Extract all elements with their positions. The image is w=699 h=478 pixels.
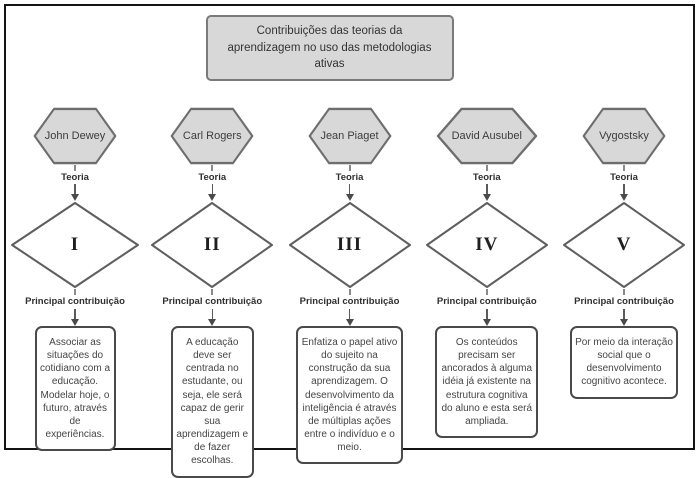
hexagon-shape bbox=[436, 107, 537, 165]
arrow-head bbox=[345, 194, 354, 202]
connector-stub bbox=[211, 289, 214, 296]
arrow-line bbox=[623, 308, 625, 319]
down-arrow-icon bbox=[345, 308, 354, 326]
hexagon-shape bbox=[33, 107, 117, 165]
theorist-hexagon: Vygostsky bbox=[582, 107, 666, 165]
down-arrow-icon bbox=[620, 184, 628, 202]
column-jean-piaget: Jean Piaget Teoria III Principal contrib… bbox=[288, 107, 411, 478]
theorist-name: Carl Rogers bbox=[182, 130, 242, 143]
contribution-box: Por meio da interação social que o desen… bbox=[570, 325, 678, 399]
title-row: Contribuições das teorias da aprendizage… bbox=[6, 6, 693, 82]
theorist-name: David Ausubel bbox=[451, 130, 522, 143]
hexagon-shape bbox=[308, 107, 391, 165]
arrow-line bbox=[211, 184, 213, 195]
contribution-box: A educação deve ser centrada no estudant… bbox=[170, 325, 254, 478]
theory-label: Teoria bbox=[61, 172, 89, 184]
down-arrow-icon bbox=[345, 184, 354, 202]
theory-diamond: IV bbox=[425, 201, 549, 289]
down-arrow-icon bbox=[208, 308, 217, 326]
theorist-hexagon: John Dewey bbox=[33, 107, 117, 165]
arrow-line bbox=[623, 184, 625, 195]
theory-numeral: IV bbox=[475, 234, 499, 256]
theory-label: Teoria bbox=[472, 172, 501, 184]
arrow-head bbox=[71, 318, 79, 326]
connector-stub bbox=[348, 165, 351, 172]
arrow-head bbox=[620, 318, 628, 326]
down-arrow-icon bbox=[208, 184, 217, 202]
theory-label: Teoria bbox=[610, 172, 638, 184]
contribution-label: Principal contribuição bbox=[162, 296, 263, 308]
connector-stub bbox=[485, 289, 488, 296]
theorist-name: Jean Piaget bbox=[320, 130, 379, 143]
arrow-line bbox=[74, 308, 76, 319]
contribution-label: Principal contribuição bbox=[299, 296, 400, 308]
theory-columns: John Dewey Teoria I Principal contribuiç… bbox=[6, 107, 693, 478]
connector-stub bbox=[74, 165, 76, 172]
theory-diamond: III bbox=[288, 201, 412, 289]
theorist-hexagon: Carl Rogers bbox=[170, 107, 254, 165]
diagram-frame: Contribuições das teorias da aprendizage… bbox=[4, 4, 695, 478]
theory-diamond: I bbox=[10, 201, 140, 289]
theory-diamond: II bbox=[150, 201, 274, 289]
arrow-line bbox=[74, 184, 76, 195]
connector-stub bbox=[485, 165, 488, 172]
hexagon-shape bbox=[170, 107, 254, 165]
theorist-name: John Dewey bbox=[44, 130, 106, 143]
theorist-name: Vygostsky bbox=[599, 130, 649, 143]
theory-numeral: I bbox=[70, 234, 80, 256]
hexagon-shape bbox=[582, 107, 666, 165]
connector-stub bbox=[623, 289, 625, 296]
theory-numeral: II bbox=[203, 234, 221, 256]
arrow-head bbox=[345, 318, 354, 326]
contribution-label: Principal contribuição bbox=[25, 296, 125, 308]
column-carl-rogers: Carl Rogers Teoria II Principal contribu… bbox=[151, 107, 274, 478]
contribution-label: Principal contribuição bbox=[436, 296, 537, 308]
theory-numeral: III bbox=[336, 234, 363, 256]
theory-numeral: V bbox=[616, 234, 632, 256]
arrow-head bbox=[620, 194, 628, 202]
down-arrow-icon bbox=[482, 308, 491, 326]
down-arrow-icon bbox=[620, 308, 628, 326]
theorist-hexagon: Jean Piaget bbox=[308, 107, 392, 165]
connector-stub bbox=[348, 289, 351, 296]
column-john-dewey: John Dewey Teoria I Principal contribuiç… bbox=[11, 107, 139, 478]
diamond-shape bbox=[563, 202, 685, 289]
down-arrow-icon bbox=[71, 308, 79, 326]
down-arrow-icon bbox=[482, 184, 491, 202]
contribution-box: Enfatiza o papel ativo do sujeito na con… bbox=[296, 325, 403, 465]
arrow-line bbox=[211, 308, 213, 319]
diamond-shape bbox=[425, 202, 548, 289]
arrow-head bbox=[482, 318, 491, 326]
arrow-head bbox=[208, 318, 217, 326]
theory-diamond: V bbox=[562, 201, 686, 289]
connector-stub bbox=[623, 165, 625, 172]
diamond-shape bbox=[151, 202, 274, 289]
diamond-shape bbox=[11, 202, 139, 289]
arrow-head bbox=[208, 194, 217, 202]
arrow-head bbox=[482, 194, 491, 202]
contribution-label: Principal contribuição bbox=[574, 296, 674, 308]
contribution-box: Associar as situações do cotidiano com a… bbox=[34, 325, 116, 452]
down-arrow-icon bbox=[71, 184, 79, 202]
theory-label: Teoria bbox=[198, 172, 227, 184]
diamond-shape bbox=[288, 202, 411, 289]
contribution-box: Os conteúdos precisam ser ancorados à al… bbox=[435, 325, 539, 439]
column-david-ausubel: David Ausubel Teoria IV Principal contri… bbox=[425, 107, 548, 478]
arrow-head bbox=[71, 194, 79, 202]
arrow-line bbox=[486, 308, 488, 319]
column-vygostsky: Vygostsky Teoria V Principal contribuiçã… bbox=[563, 107, 685, 478]
connector-stub bbox=[74, 289, 76, 296]
arrow-line bbox=[486, 184, 488, 195]
diagram-title: Contribuições das teorias da aprendizage… bbox=[205, 15, 454, 82]
arrow-line bbox=[348, 308, 351, 319]
arrow-line bbox=[348, 184, 351, 195]
theory-label: Teoria bbox=[335, 172, 364, 184]
theorist-hexagon: David Ausubel bbox=[436, 107, 538, 165]
connector-stub bbox=[211, 165, 214, 172]
